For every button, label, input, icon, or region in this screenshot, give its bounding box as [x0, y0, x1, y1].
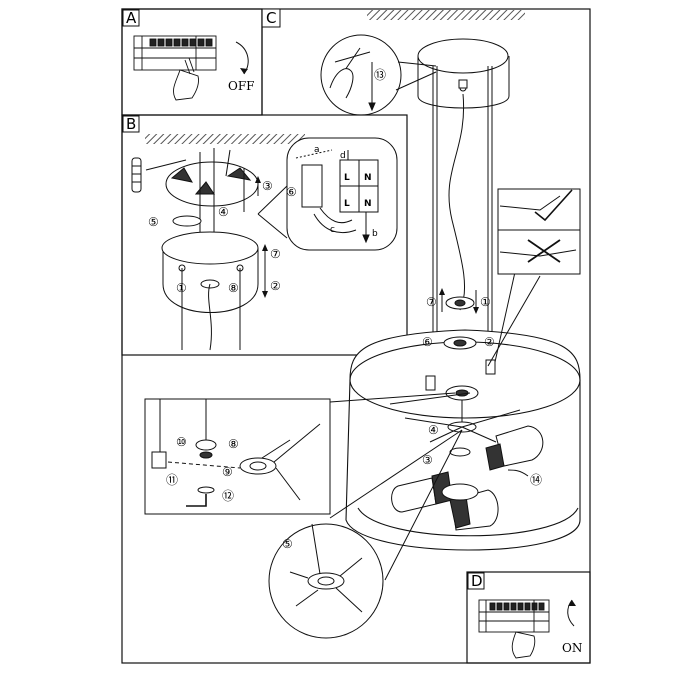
terminal-n-top: N — [364, 173, 372, 183]
step-4-label-c: ④ — [428, 423, 439, 437]
cord-knot-detail — [497, 188, 581, 275]
panel-d-letter: D — [471, 572, 483, 590]
step-7-label-c: ⑦ — [426, 295, 437, 309]
breaker-block-off — [133, 35, 217, 101]
step-14-label: ⑭ — [530, 473, 542, 487]
step-4-label-b: ④ — [218, 205, 229, 219]
panel-b-letter: B — [126, 115, 136, 133]
step-1-label-c: ① — [480, 295, 491, 309]
terminal-l-bottom: L — [344, 199, 350, 209]
shade-spider — [404, 409, 521, 443]
step-9-label: ⑨ — [222, 465, 233, 479]
wire-label-c: c — [330, 225, 335, 235]
terminal-n-bottom: N — [364, 199, 372, 209]
off-label: OFF — [228, 79, 255, 93]
fitting-detail-box — [144, 398, 331, 515]
wire-label-b: b — [372, 229, 378, 239]
breaker-block-on — [478, 599, 550, 659]
ceiling-hatch — [367, 10, 525, 20]
panel-d: D ON — [466, 571, 591, 664]
step-3-label-b: ③ — [262, 179, 273, 193]
step-5-label-c: ⑤ — [282, 537, 293, 551]
step-7-label-b: ⑦ — [270, 247, 281, 261]
step-5-washer — [172, 215, 202, 227]
step-6-label-c: ⑥ — [422, 335, 433, 349]
step-3-label-c: ③ — [422, 453, 433, 467]
panel-b-hatch — [145, 134, 305, 144]
panel-a: A OFF — [121, 8, 263, 116]
spider-callout — [268, 523, 384, 639]
screw-callout-13 — [320, 34, 437, 116]
lamp-bulbs — [391, 425, 544, 531]
top-fittings — [425, 296, 496, 457]
step-6-label-b: ⑥ — [286, 185, 297, 199]
step-13-label: ⑬ — [374, 68, 386, 82]
step-2-label-b: ② — [270, 279, 281, 293]
step-5-label-b: ⑤ — [148, 215, 159, 229]
suspension-cables — [432, 66, 493, 388]
panel-b: B ⑤ ④ ③ — [121, 114, 408, 356]
step-1-label-b: ① — [176, 281, 187, 295]
terminal-callout — [257, 137, 398, 251]
panel-a-letter: A — [126, 9, 137, 27]
step-12-label: ⑫ — [222, 489, 234, 503]
canopy-shell — [161, 231, 259, 351]
step-10-label: ⑩ — [176, 435, 187, 449]
dowel-icon — [131, 157, 187, 193]
ceiling-canopy — [417, 38, 510, 109]
wire-label-a: a — [314, 145, 320, 155]
terminal-l-top: L — [344, 173, 350, 183]
step-8-label-b: ⑧ — [228, 281, 239, 295]
wire-label-d: d — [340, 151, 346, 161]
step-11-label: ⑪ — [166, 473, 178, 487]
callout-leaders — [329, 271, 541, 581]
step-8-label-d: ⑧ — [228, 437, 239, 451]
panel-c-letter: C — [266, 9, 276, 27]
step-2-label-c: ② — [484, 335, 495, 349]
on-label: ON — [562, 641, 582, 655]
